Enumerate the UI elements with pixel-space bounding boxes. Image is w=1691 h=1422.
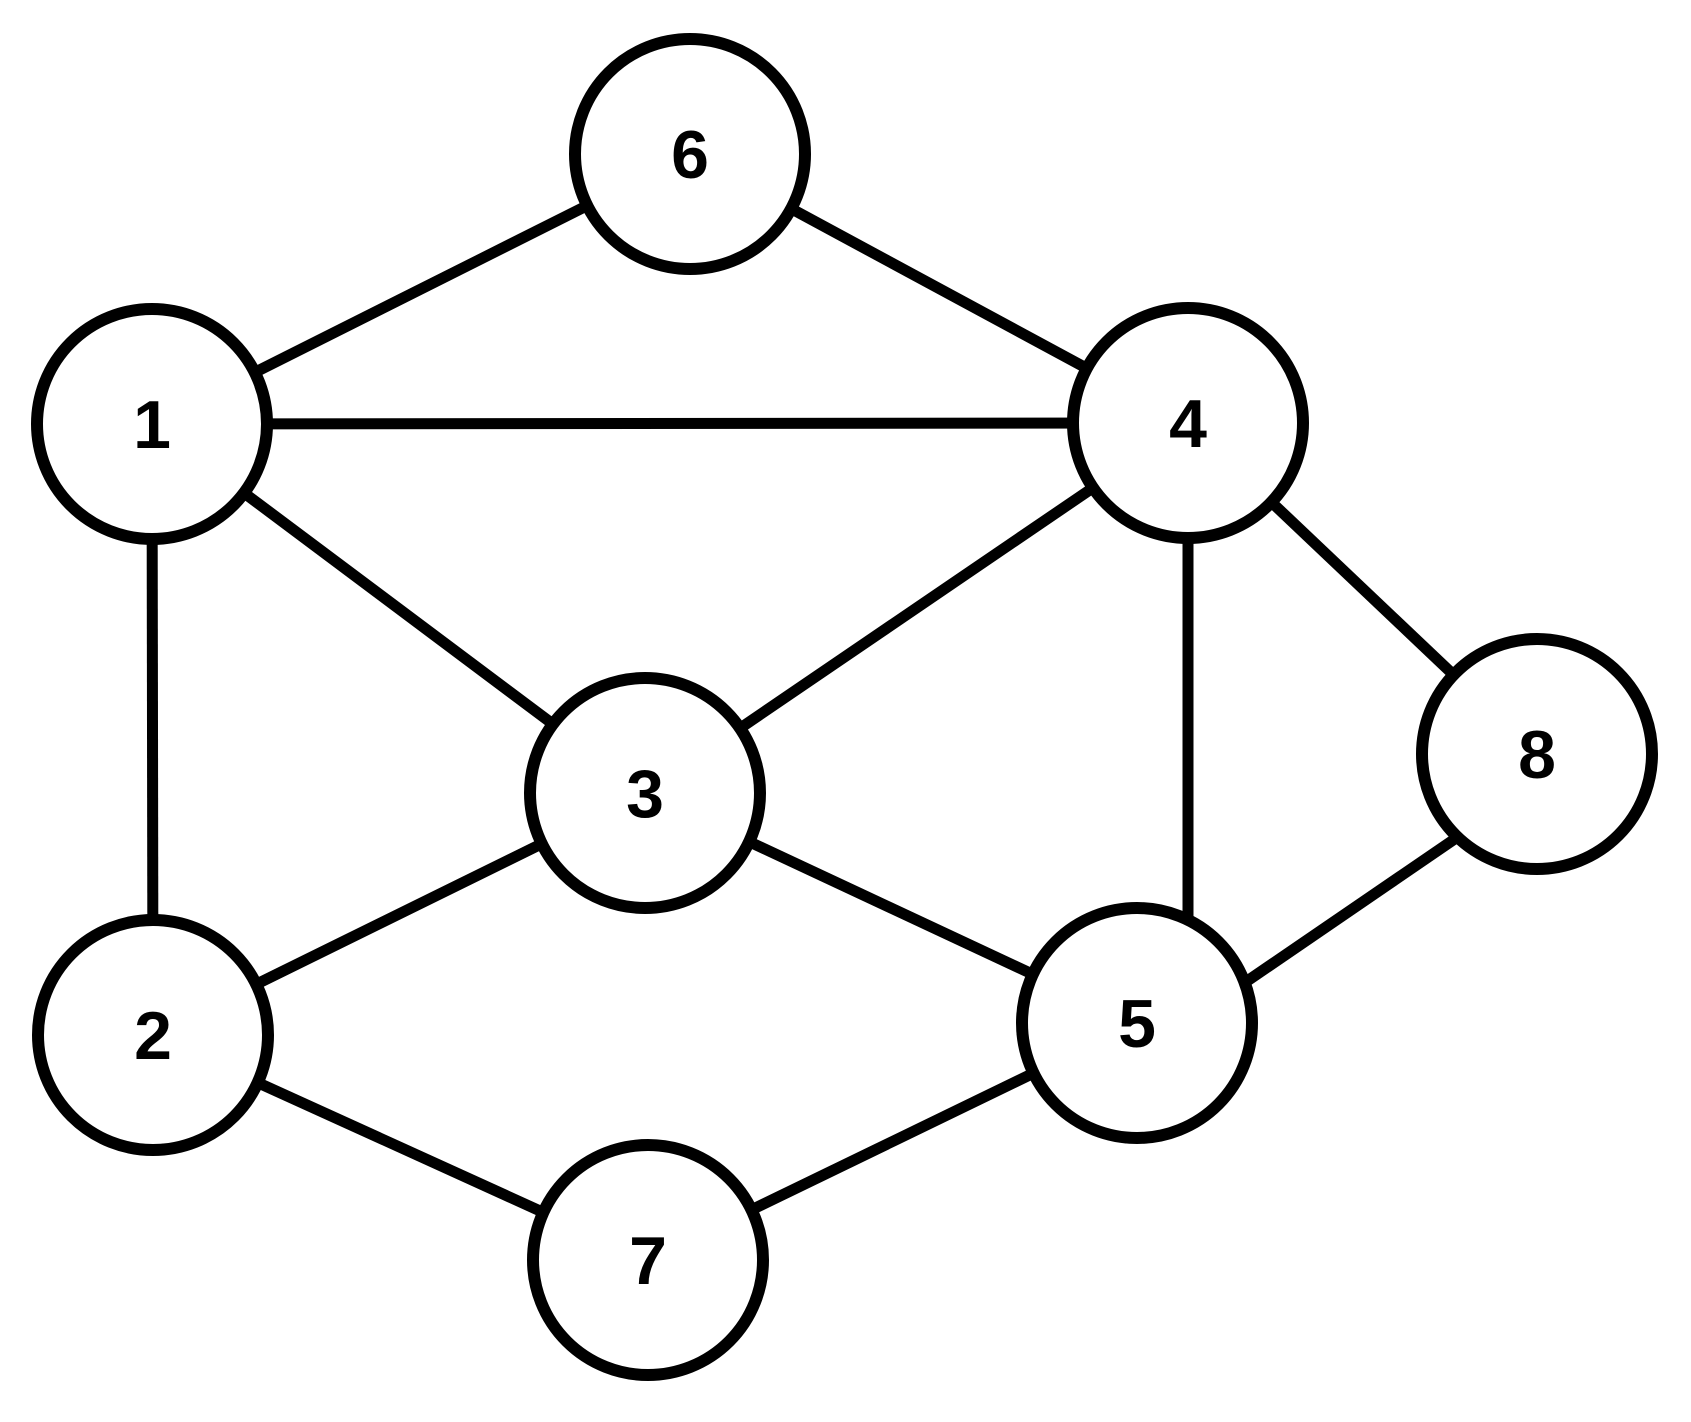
graph-edge-1-4 <box>151 417 1189 430</box>
node-8-label: 8 <box>1518 717 1556 793</box>
graph-node-5: 5 <box>1016 902 1258 1144</box>
node-4-circle <box>1067 302 1309 544</box>
graph-node-8: 8 <box>1416 633 1658 875</box>
node-3-circle <box>524 672 766 914</box>
node-7-circle <box>527 1139 769 1381</box>
node-5-circle <box>1016 902 1258 1144</box>
edge-layer <box>146 149 1541 1266</box>
graph-node-6: 6 <box>569 33 811 275</box>
node-6-circle <box>569 33 811 275</box>
node-1-label: 1 <box>133 387 171 463</box>
node-8-circle <box>1416 633 1658 875</box>
node-6-label: 6 <box>671 117 709 193</box>
node-5-label: 5 <box>1118 986 1156 1062</box>
node-layer: 1 2 3 4 5 6 7 8 <box>31 33 1658 1381</box>
graph-node-4: 4 <box>1067 302 1309 544</box>
graph-node-2: 2 <box>32 914 274 1156</box>
node-7-label: 7 <box>629 1223 667 1299</box>
node-3-label: 3 <box>626 756 664 832</box>
node-2-circle <box>32 914 274 1156</box>
node-2-label: 2 <box>134 998 172 1074</box>
graph-node-3: 3 <box>524 672 766 914</box>
graph-node-1: 1 <box>31 303 273 545</box>
graph-node-7: 7 <box>527 1139 769 1381</box>
node-1-circle <box>31 303 273 545</box>
node-4-label: 4 <box>1169 386 1207 462</box>
